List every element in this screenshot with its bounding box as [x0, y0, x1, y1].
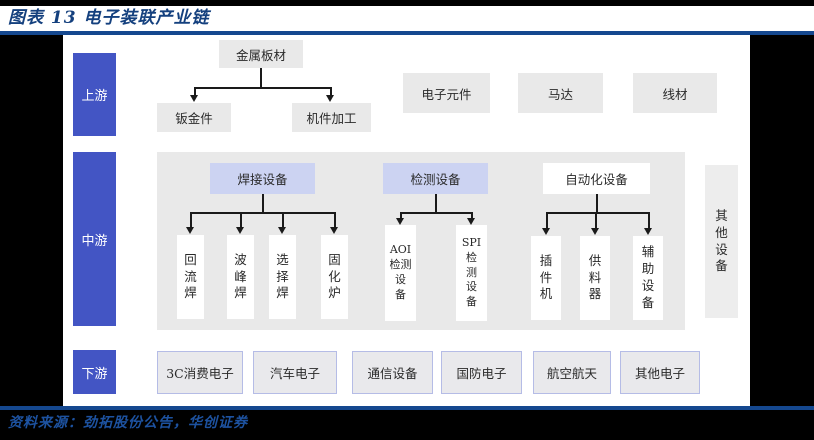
- box-other-equipment: 其 他 设 备: [705, 165, 738, 318]
- title-band: [0, 6, 814, 31]
- box-defense-electronics: 国防电子: [441, 351, 522, 394]
- connector-upstream-stem: [260, 68, 262, 87]
- box-auxiliary-equipment: 辅 助 设 备: [633, 236, 663, 320]
- box-other-electronics: 其他电子: [620, 351, 700, 394]
- box-wire: 线材: [633, 73, 717, 113]
- connector-testing-drop: [471, 212, 473, 218]
- connector-testing-bar: [400, 212, 472, 214]
- source-note: 资料来源：劲拓股份公告，华创证券: [8, 415, 248, 431]
- figure-title: 图表 13 电子装联产业链: [8, 8, 210, 28]
- connector-automation-drop: [648, 212, 650, 228]
- box-selective-soldering: 选 择 焊: [269, 235, 296, 319]
- stage-midstream-label: 中游: [73, 152, 116, 326]
- connector-automation-drop: [546, 212, 548, 228]
- connector-testing-stem: [435, 194, 437, 212]
- arrow-down-icon: [326, 95, 334, 102]
- stage-downstream-label: 下游: [73, 350, 116, 394]
- connector-upstream-drop-right: [330, 87, 332, 96]
- connector-automation-bar: [546, 212, 648, 214]
- connector-testing-drop: [400, 212, 402, 218]
- connector-automation-stem: [596, 194, 598, 212]
- connector-welding-stem: [262, 194, 264, 212]
- arrow-down-icon: [644, 228, 652, 235]
- connector-welding-drop: [282, 212, 284, 227]
- box-aoi-equipment: AOI 检测 设 备: [385, 225, 416, 321]
- box-sheet-metal-parts: 钣金件: [157, 103, 231, 132]
- arrow-down-icon: [396, 218, 404, 225]
- box-metal-sheet: 金属板材: [219, 40, 303, 68]
- box-reflow-soldering: 回 流 焊: [177, 235, 204, 319]
- stage-upstream-label: 上游: [73, 53, 116, 136]
- arrow-down-icon: [190, 95, 198, 102]
- box-automotive-electronics: 汽车电子: [253, 351, 337, 394]
- box-curing-oven: 固 化 炉: [321, 235, 348, 319]
- connector-welding-drop: [240, 212, 242, 227]
- connector-upstream-drop-left: [194, 87, 196, 96]
- connector-welding-drop: [190, 212, 192, 227]
- box-wave-soldering: 波 峰 焊: [227, 235, 254, 319]
- arrow-down-icon: [278, 227, 286, 234]
- header-welding-equipment: 焊接设备: [210, 163, 315, 194]
- arrow-down-icon: [467, 218, 475, 225]
- arrow-down-icon: [236, 227, 244, 234]
- box-aerospace: 航空航天: [533, 351, 611, 394]
- box-spi-equipment: SPI 检 测 设 备: [456, 225, 487, 321]
- connector-automation-drop: [595, 212, 597, 228]
- arrow-down-icon: [591, 228, 599, 235]
- box-motor: 马达: [518, 73, 603, 113]
- box-machining: 机件加工: [292, 103, 371, 132]
- header-testing-equipment: 检测设备: [383, 163, 488, 194]
- title-rule-top: [0, 31, 814, 35]
- box-communication-equipment: 通信设备: [352, 351, 433, 394]
- box-electronic-components: 电子元件: [403, 73, 490, 113]
- connector-welding-bar: [190, 212, 335, 214]
- box-3c-consumer-electronics: 3C消费电子: [157, 351, 243, 394]
- arrow-down-icon: [542, 228, 550, 235]
- connector-welding-drop: [334, 212, 336, 227]
- header-automation-equipment: 自动化设备: [543, 163, 650, 194]
- arrow-down-icon: [186, 227, 194, 234]
- connector-upstream-bar: [194, 87, 331, 89]
- box-component-inserter: 插 件 机: [531, 236, 561, 320]
- arrow-down-icon: [330, 227, 338, 234]
- title-rule-bottom: [0, 406, 814, 410]
- box-feeder: 供 料 器: [580, 236, 610, 320]
